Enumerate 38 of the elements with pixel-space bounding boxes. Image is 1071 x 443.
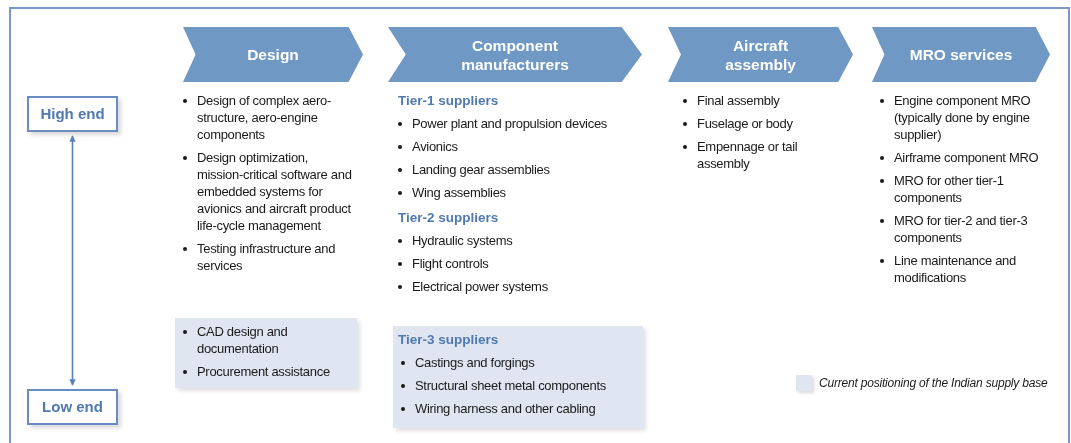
scale-box — [27, 96, 118, 132]
list-item: Power plant and propulsion devices — [412, 115, 608, 132]
list-item: Electrical power systems — [412, 278, 548, 295]
list-item: Procurement assistance — [197, 363, 330, 380]
list-item: Hydraulic systems — [412, 232, 513, 249]
tier-heading: Tier-3 suppliers — [398, 331, 500, 348]
list-item: Final assembly — [697, 92, 780, 109]
list-item: MRO for other tier-1 components — [894, 172, 1005, 206]
list-item: MRO for tier-2 and tier-3 components — [894, 212, 1029, 246]
stage-title: MRO services — [909, 45, 1013, 64]
scale-label: High end — [40, 103, 105, 124]
list-item: Line maintenance and modifications — [894, 252, 1017, 286]
list-item: Structural sheet metal components — [415, 377, 606, 394]
list-item: Avionics — [412, 138, 458, 155]
list-item: Flight controls — [412, 255, 489, 272]
list-item: Wiring harness and other cabling — [415, 400, 596, 417]
double-arrow — [69, 135, 76, 386]
list-item: Design of complex aero-structure, aero-engine components — [197, 92, 332, 143]
list-item: Fuselage or body — [697, 115, 793, 132]
stage-title: Component manufacturers — [460, 35, 570, 74]
scale-box — [27, 389, 118, 425]
stage-title: Design — [247, 45, 299, 64]
scale-label: Low end — [42, 396, 103, 417]
list-item: Engine component MRO (typically done by engine supplier) — [894, 92, 1032, 143]
tier-heading: Tier-2 suppliers — [398, 209, 500, 226]
highlight-band — [393, 326, 643, 428]
list-item: Landing gear assemblies — [412, 161, 550, 178]
list-item: Wing assemblies — [412, 184, 506, 201]
list-item: Empennage or tail assembly — [697, 138, 799, 172]
tier-heading: Tier-1 suppliers — [398, 92, 500, 109]
stage-title: Aircraft assembly — [724, 35, 797, 74]
list-item: CAD design and documentation — [197, 323, 289, 357]
list-item: Testing infrastructure and services — [197, 240, 337, 274]
list-item: Castings and forgings — [415, 354, 535, 371]
list-item: Airframe component MRO — [894, 149, 1039, 166]
highlight-band — [175, 318, 357, 388]
legend-text: Current positioning of the Indian supply base — [819, 375, 1048, 392]
list-item: Design optimization, mission-critical software and embedded systems for avionics and aircraft product life-cycle management — [197, 149, 353, 234]
